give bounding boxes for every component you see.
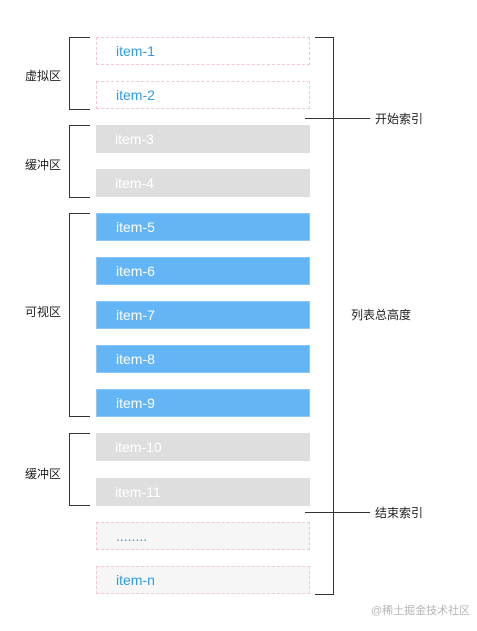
list-item-ellipsis: ........	[96, 522, 310, 550]
item-label: item-1	[116, 43, 155, 59]
item-label: item-n	[116, 572, 155, 588]
virtual-zone-label: 虚拟区	[25, 69, 62, 83]
item-label: item-5	[116, 219, 155, 235]
list-item-2: item-2	[96, 81, 310, 109]
item-label: ........	[116, 528, 148, 544]
buffer-top-bracket	[69, 125, 90, 198]
list-item-n: item-n	[96, 566, 310, 594]
item-label: item-4	[115, 175, 154, 191]
list-item-1: item-1	[96, 37, 310, 65]
item-label: item-7	[116, 307, 155, 323]
end-index-label: 结束索引	[375, 506, 424, 520]
visible-zone-bracket	[69, 213, 90, 417]
buffer-bottom-label: 缓冲区	[25, 467, 62, 481]
visible-zone-label: 可视区	[25, 305, 62, 319]
item-label: item-10	[115, 439, 162, 455]
total-height-label: 列表总高度	[351, 308, 412, 322]
item-label: item-3	[115, 131, 154, 147]
list-item-6: item-6	[96, 257, 310, 285]
buffer-top-label: 缓冲区	[25, 158, 62, 172]
item-label: item-8	[116, 351, 155, 367]
item-label: item-6	[116, 263, 155, 279]
total-height-bracket	[315, 37, 334, 595]
watermark: @稀土掘金技术社区	[371, 605, 471, 617]
virtual-zone-bracket	[69, 37, 90, 110]
list-item-3: item-3	[96, 125, 310, 153]
list-item-11: item-11	[96, 478, 310, 506]
start-index-label: 开始索引	[375, 112, 424, 126]
list-item-8: item-8	[96, 345, 310, 373]
start-index-line	[305, 118, 370, 119]
list-item-5: item-5	[96, 213, 310, 241]
list-item-7: item-7	[96, 301, 310, 329]
list-item-10: item-10	[96, 433, 310, 461]
item-label: item-11	[115, 484, 161, 500]
buffer-bottom-bracket	[69, 433, 90, 506]
end-index-line	[305, 512, 370, 513]
list-item-4: item-4	[96, 169, 310, 197]
list-item-9: item-9	[96, 389, 310, 417]
item-label: item-9	[116, 395, 155, 411]
item-label: item-2	[116, 87, 155, 103]
